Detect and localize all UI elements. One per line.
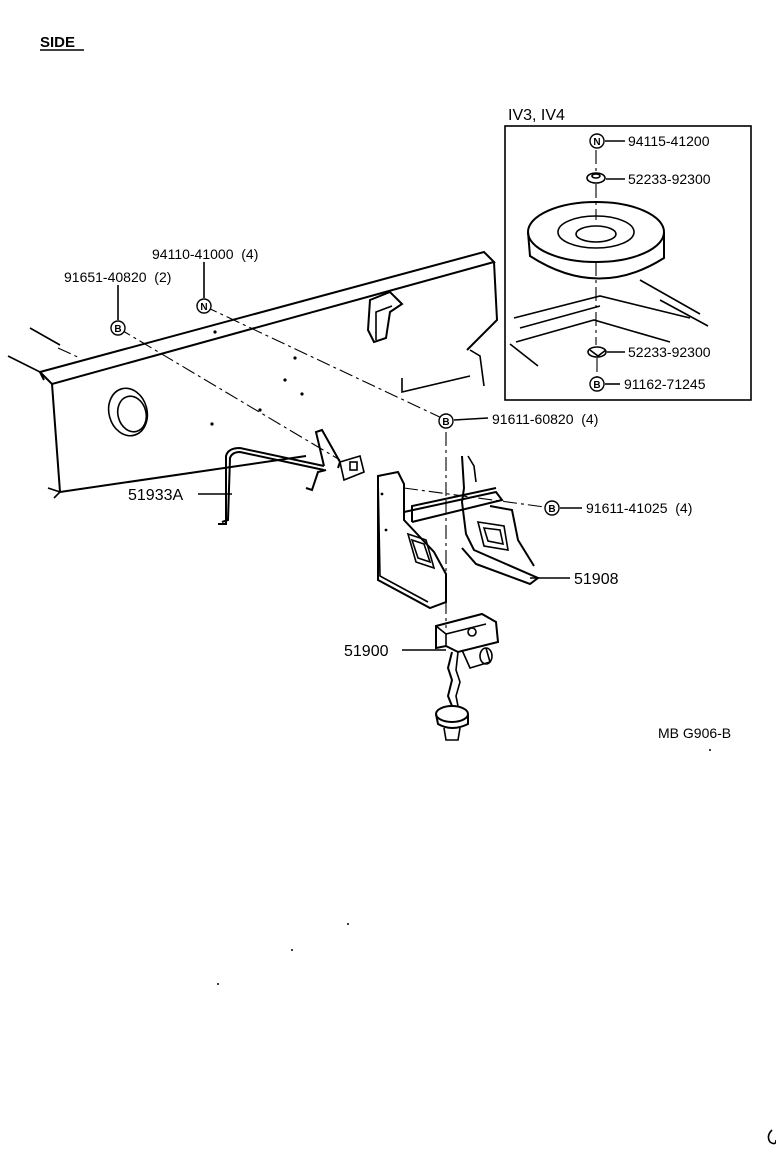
carrier-winch xyxy=(435,612,500,741)
svg-text:B: B xyxy=(548,504,555,515)
svg-text:N: N xyxy=(200,302,207,313)
svg-text:B: B xyxy=(593,380,600,391)
label-51933A: 51933A xyxy=(128,487,183,504)
svg-text:B: B xyxy=(442,417,449,428)
bolt-line-b xyxy=(203,305,447,421)
rail-centerline xyxy=(57,347,81,359)
bolt-line-a xyxy=(117,327,341,461)
label-51900: 51900 xyxy=(344,643,389,660)
diagram-code: MB G906-B xyxy=(658,725,731,741)
svg-text:N: N xyxy=(593,137,600,148)
inset-spare-tire xyxy=(509,150,709,378)
label-91611-60820: 91611-60820 (4) xyxy=(492,411,598,427)
bolt-symbol-inset: B xyxy=(589,376,605,392)
frame-rail xyxy=(7,250,499,499)
label-91651-40820: 91651-40820 (2) xyxy=(64,269,171,285)
label-94110-41000: 94110-41000 (4) xyxy=(152,246,258,262)
inset-frame xyxy=(504,125,752,401)
nut-symbol-main: N xyxy=(196,298,212,314)
page-title: SIDE xyxy=(40,34,75,51)
label-51908: 51908 xyxy=(574,571,619,588)
hanger-rod xyxy=(218,428,365,525)
bolt-symbol-main-1: B xyxy=(110,320,126,336)
label-52233-92300-bottom: 52233-92300 xyxy=(628,344,711,360)
bolt-symbol-main-2: B xyxy=(438,413,454,429)
inset-title: IV3, IV4 xyxy=(508,107,565,124)
label-52233-92300-top: 52233-92300 xyxy=(628,171,711,187)
label-94115-41200: 94115-41200 xyxy=(628,133,710,149)
label-91611-41025: 91611-41025 (4) xyxy=(586,500,692,516)
bolt-symbol-main-3: B xyxy=(544,500,560,516)
svg-text:B: B xyxy=(114,324,121,335)
nut-symbol-inset: N xyxy=(589,133,605,149)
carrier-bracket xyxy=(377,455,540,610)
leader-lines xyxy=(117,140,625,651)
label-91162-71245: 91162-71245 xyxy=(624,376,706,392)
